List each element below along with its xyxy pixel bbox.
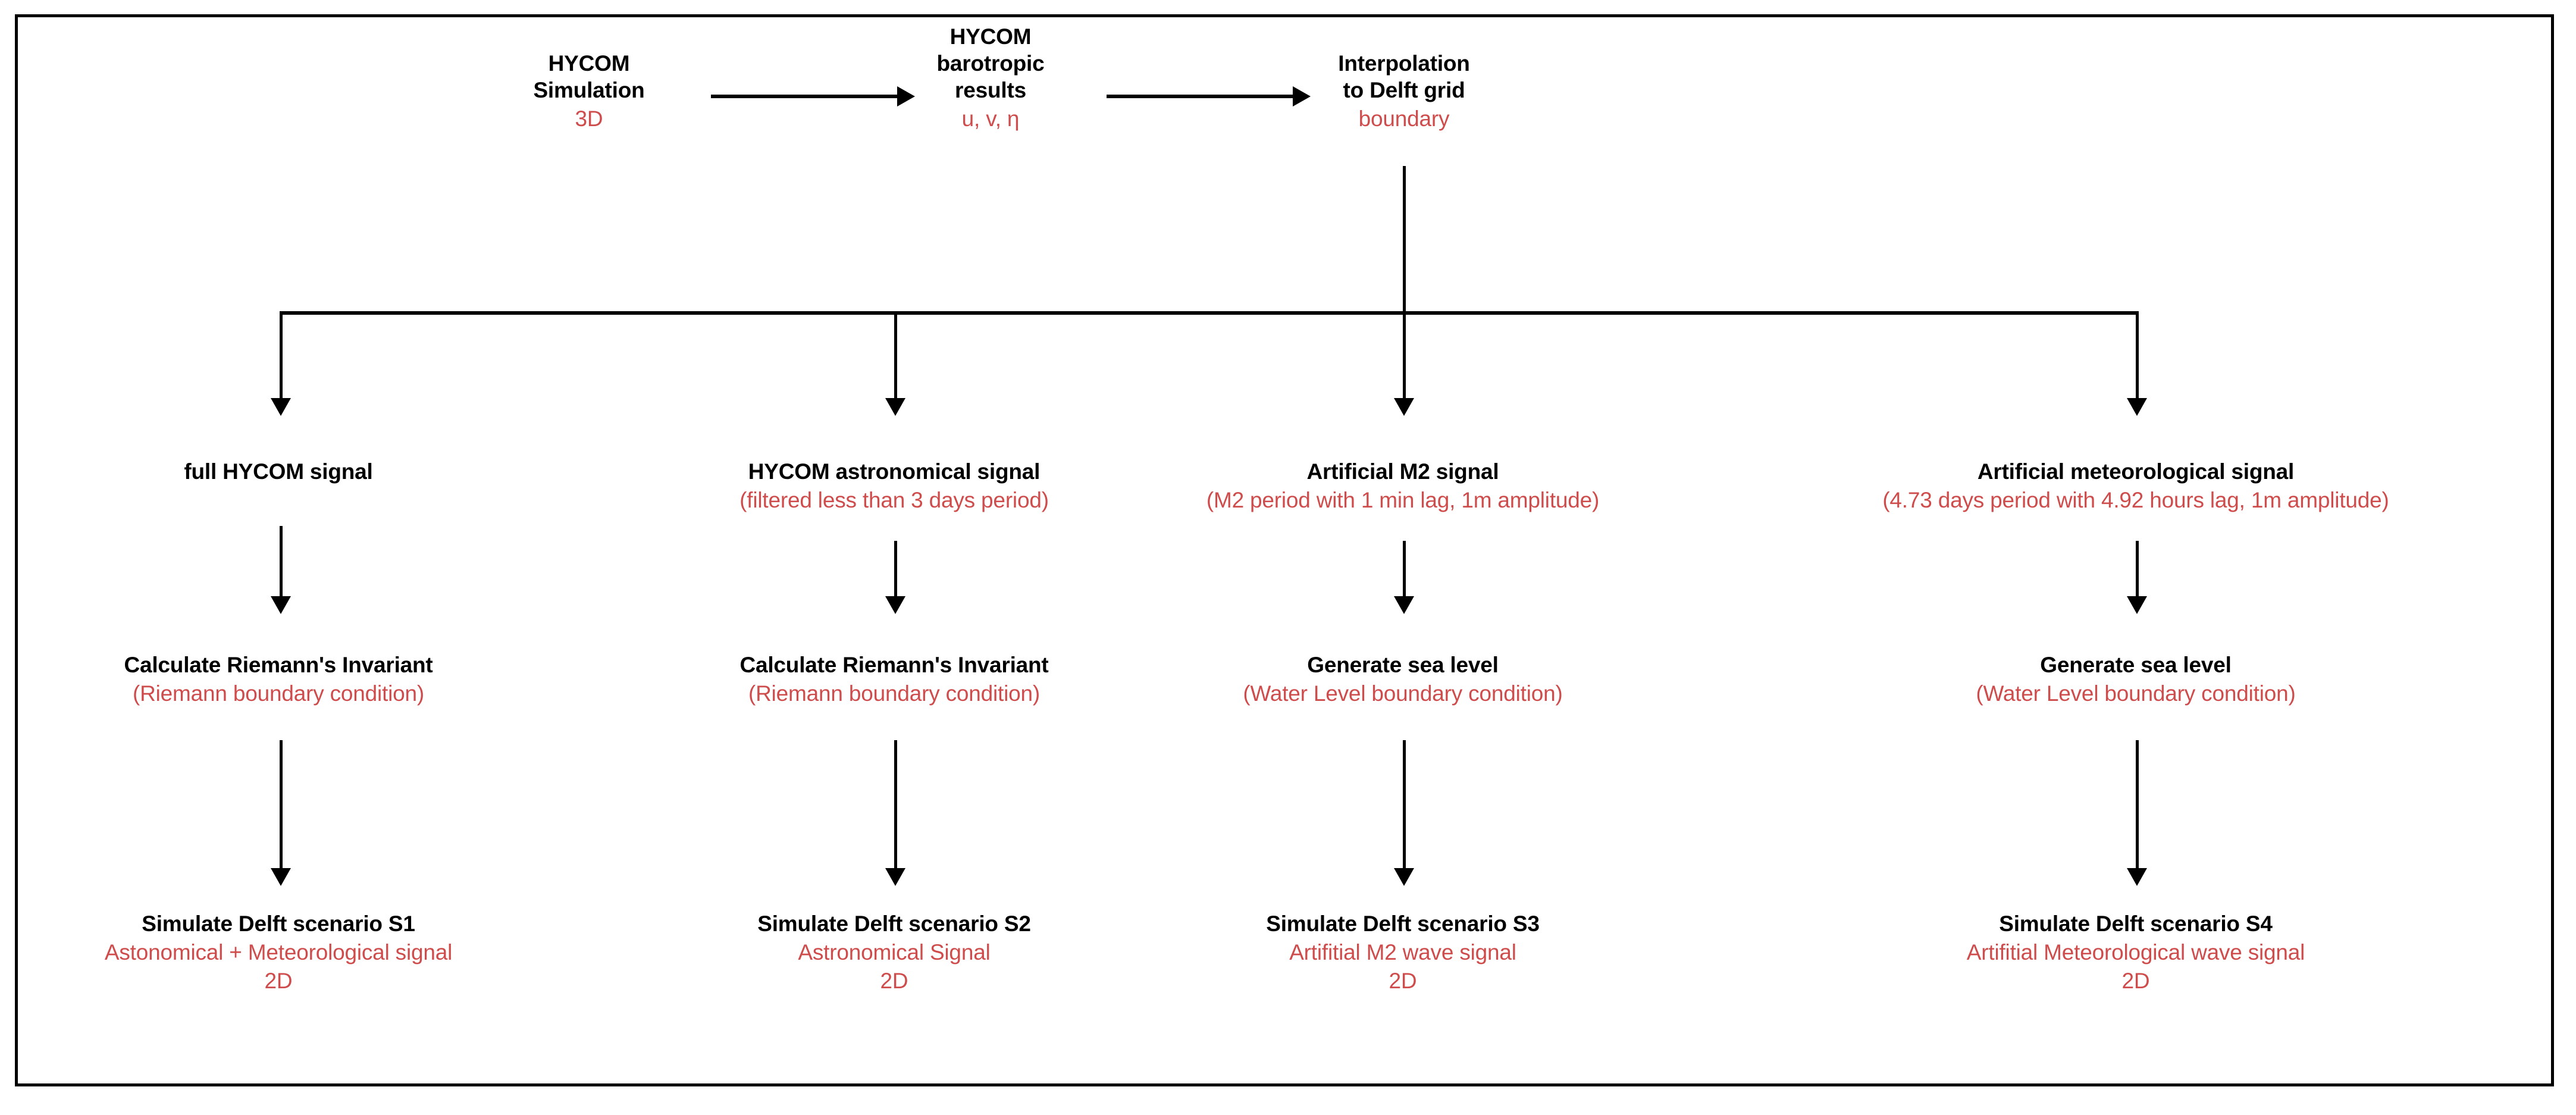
node-calculate-riemanns-invariant-2: Calculate Riemann's Invariant (Riemann b… bbox=[644, 651, 1144, 708]
connector-r3r4-4 bbox=[2136, 740, 2139, 871]
node-title: Calculate Riemann's Invariant bbox=[124, 653, 433, 677]
node-annotation: (4.73 days period with 4.92 hours lag, 1… bbox=[1882, 488, 2389, 513]
arrowhead-down-branch-3 bbox=[1394, 398, 1414, 416]
node-dimension: 2D bbox=[264, 969, 293, 994]
connector-branch-drop-2 bbox=[894, 311, 897, 400]
node-scenario-s1: Simulate Delft scenario S1 Astonomical +… bbox=[29, 910, 528, 995]
connector-branch-drop-1 bbox=[280, 311, 283, 400]
connector-r2r3-2 bbox=[894, 541, 897, 599]
arrowhead-right-2 bbox=[1293, 86, 1311, 107]
node-title-line: results bbox=[955, 78, 1026, 103]
node-interpolation-to-delft-grid: Interpolation to Delft grid boundary bbox=[1294, 50, 1514, 133]
arrowhead-down-r3r4-2 bbox=[885, 868, 905, 886]
arrowhead-down-r2r3-2 bbox=[885, 596, 905, 614]
connector-horizontal-2 bbox=[1107, 95, 1297, 98]
node-full-hycom-signal: full HYCOM signal bbox=[29, 458, 528, 486]
node-hycom-simulation: HYCOM Simulation 3D bbox=[512, 50, 666, 133]
arrowhead-down-branch-4 bbox=[2127, 398, 2147, 416]
node-title: Simulate Delft scenario S2 bbox=[757, 912, 1031, 936]
node-title: Simulate Delft scenario S1 bbox=[142, 912, 415, 936]
node-annotation: (M2 period with 1 min lag, 1m amplitude) bbox=[1206, 488, 1600, 513]
connector-r2r3-3 bbox=[1403, 541, 1406, 599]
arrowhead-down-r2r3-3 bbox=[1394, 596, 1414, 614]
node-annotation: Astronomical Signal bbox=[798, 940, 991, 965]
connector-branch-drop-4 bbox=[2136, 311, 2139, 400]
node-annotation: (Water Level boundary condition) bbox=[1976, 681, 2296, 706]
node-annotation: Artifitial M2 wave signal bbox=[1289, 940, 1516, 965]
node-title: Simulate Delft scenario S3 bbox=[1266, 912, 1540, 936]
node-annotation: boundary bbox=[1358, 107, 1450, 131]
connector-r3r4-2 bbox=[894, 740, 897, 871]
node-title-line: HYCOM bbox=[548, 51, 630, 76]
figure-border: HYCOM Simulation 3D HYCOM barotropic res… bbox=[15, 14, 2554, 1086]
connector-branch-stem bbox=[1403, 166, 1406, 314]
node-annotation: (Water Level boundary condition) bbox=[1243, 681, 1563, 706]
node-annotation: (Riemann boundary condition) bbox=[748, 681, 1041, 706]
arrowhead-right-1 bbox=[897, 86, 915, 107]
connector-branch-drop-3 bbox=[1403, 311, 1406, 400]
node-title: Generate sea level bbox=[1307, 653, 1499, 677]
node-annotation: Astonomical + Meteorological signal bbox=[104, 940, 453, 965]
node-hycom-barotropic-results: HYCOM barotropic results u, v, η bbox=[904, 23, 1077, 133]
node-title-line: Simulation bbox=[533, 78, 645, 103]
node-dimension: 2D bbox=[880, 969, 908, 994]
node-annotation: (Riemann boundary condition) bbox=[132, 681, 425, 706]
node-title: Calculate Riemann's Invariant bbox=[739, 653, 1049, 677]
connector-r3r4-3 bbox=[1403, 740, 1406, 871]
arrowhead-down-r2r3-4 bbox=[2127, 596, 2147, 614]
arrowhead-down-branch-1 bbox=[271, 398, 291, 416]
node-title-line: to Delft grid bbox=[1343, 78, 1465, 103]
node-title: Generate sea level bbox=[2040, 653, 2232, 677]
arrowhead-down-r2r3-1 bbox=[271, 596, 291, 614]
arrowhead-down-r3r4-1 bbox=[271, 868, 291, 886]
connector-r2r3-1 bbox=[280, 526, 283, 599]
node-generate-sea-level-2: Generate sea level (Water Level boundary… bbox=[1734, 651, 2537, 708]
connector-r3r4-1 bbox=[280, 740, 283, 871]
node-title-line: HYCOM bbox=[949, 24, 1032, 49]
node-title: HYCOM astronomical signal bbox=[748, 459, 1041, 484]
node-scenario-s4: Simulate Delft scenario S4 Artifitial Me… bbox=[1734, 910, 2537, 995]
connector-r2r3-4 bbox=[2136, 541, 2139, 599]
node-annotation: (filtered less than 3 days period) bbox=[739, 488, 1049, 513]
node-artificial-m2-signal: Artificial M2 signal (M2 period with 1 m… bbox=[1102, 458, 1703, 515]
node-annotation: u, v, η bbox=[961, 107, 1020, 131]
node-title-line: barotropic bbox=[936, 51, 1045, 76]
arrowhead-down-r3r4-3 bbox=[1394, 868, 1414, 886]
connector-horizontal-1 bbox=[711, 95, 901, 98]
connector-branch-bus bbox=[280, 311, 2139, 315]
node-dimension: 2D bbox=[1389, 969, 1417, 994]
arrowhead-down-branch-2 bbox=[885, 398, 905, 416]
node-title: Simulate Delft scenario S4 bbox=[1999, 912, 2273, 936]
node-calculate-riemanns-invariant-1: Calculate Riemann's Invariant (Riemann b… bbox=[29, 651, 528, 708]
node-artificial-meteorological-signal: Artificial meteorological signal (4.73 d… bbox=[1734, 458, 2537, 515]
node-title-line: Interpolation bbox=[1338, 51, 1470, 76]
node-annotation: Artifitial Meteorological wave signal bbox=[1966, 940, 2305, 965]
node-scenario-s2: Simulate Delft scenario S2 Astronomical … bbox=[644, 910, 1144, 995]
node-title: Artificial meteorological signal bbox=[1977, 459, 2295, 484]
node-title: full HYCOM signal bbox=[184, 459, 373, 484]
node-dimension: 2D bbox=[2121, 969, 2150, 994]
node-title: Artificial M2 signal bbox=[1306, 459, 1499, 484]
node-scenario-s3: Simulate Delft scenario S3 Artifitial M2… bbox=[1102, 910, 1703, 995]
node-generate-sea-level-1: Generate sea level (Water Level boundary… bbox=[1102, 651, 1703, 708]
node-annotation: 3D bbox=[575, 107, 603, 131]
node-hycom-astronomical-signal: HYCOM astronomical signal (filtered less… bbox=[644, 458, 1144, 515]
arrowhead-down-r3r4-4 bbox=[2127, 868, 2147, 886]
